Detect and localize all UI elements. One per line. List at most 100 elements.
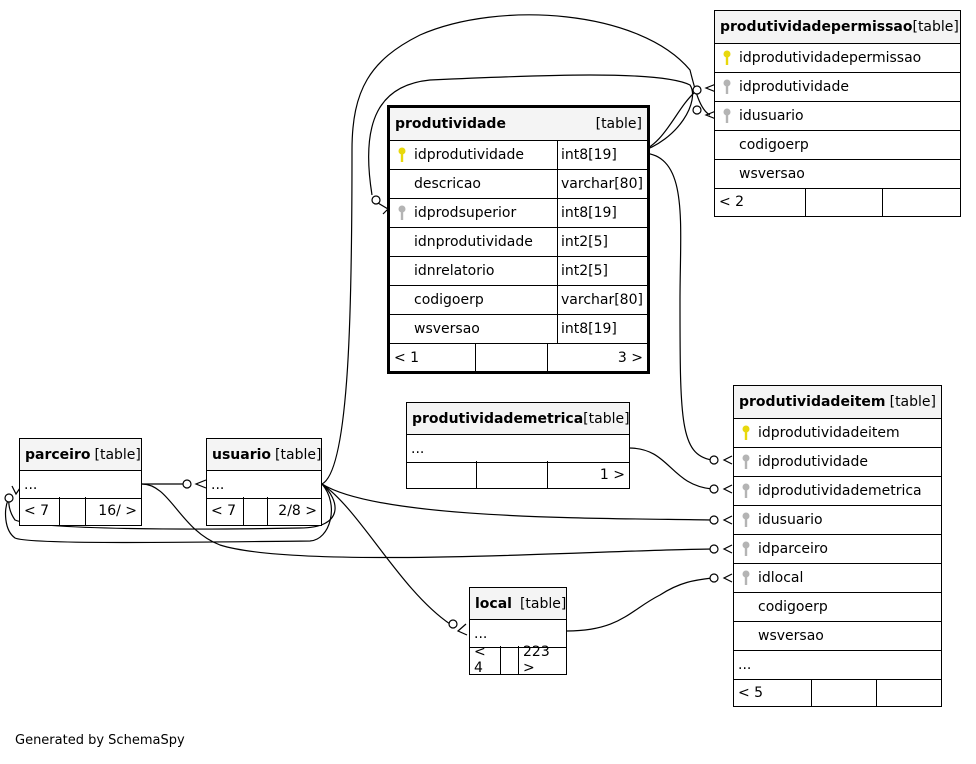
column-name: idprodutividade [758, 454, 868, 470]
table-footer: < 5 [734, 679, 941, 706]
column-row[interactable]: idusuario [734, 506, 941, 535]
edge-local-usuario [321, 483, 451, 625]
table-footer: < 2 [715, 188, 960, 216]
column-row[interactable]: codigoerp [734, 593, 941, 622]
table-footer: < 1 3 > [390, 344, 647, 371]
table-header: produtividade [table] [390, 108, 647, 141]
parents-count[interactable]: < 5 [734, 679, 812, 706]
table-kind: [table] [275, 446, 322, 463]
column-name: wsversao [739, 166, 805, 182]
foreign-key-icon [742, 541, 750, 556]
column-row[interactable]: idprodutividademetrica [734, 477, 941, 506]
column-row[interactable]: idparceiro [734, 535, 941, 564]
column-row[interactable]: idprodsuperior int8[19] [390, 199, 647, 228]
table-header: produtividadepermissao [table] [715, 11, 960, 44]
table-local[interactable]: local [table] ... < 4 223 > [469, 587, 567, 676]
column-type: int8[19] [557, 199, 647, 227]
column-count [476, 344, 548, 371]
foreign-key-icon [742, 570, 750, 585]
column-count [501, 646, 519, 674]
column-row[interactable]: idnrelatorio int2[5] [390, 257, 647, 286]
children-count[interactable] [877, 679, 941, 706]
children-count[interactable] [883, 188, 960, 216]
column-row[interactable]: wsversao [734, 622, 941, 651]
table-kind: [table] [595, 116, 642, 132]
table-header: usuario [table] [207, 439, 321, 471]
column-type: int2[5] [557, 257, 647, 285]
column-row[interactable]: codigoerp varchar[80] [390, 286, 647, 315]
column-type: varchar[80] [557, 170, 647, 198]
column-name: idlocal [758, 570, 804, 586]
table-header: parceiro [table] [20, 439, 141, 471]
column-row[interactable]: idusuario [715, 102, 960, 131]
column-row[interactable]: idprodutividadeitem [734, 419, 941, 448]
table-produtividadepermissao[interactable]: produtividadepermissao [table] idproduti… [714, 10, 961, 217]
primary-key-icon [398, 147, 406, 162]
column-row[interactable]: idnprodutividade int2[5] [390, 228, 647, 257]
column-row[interactable]: codigoerp [715, 131, 960, 160]
column-name: idnrelatorio [414, 263, 495, 279]
columns-ellipsis: ... [407, 435, 629, 463]
table-header: produtividademetrica [table] [407, 403, 630, 435]
parents-count[interactable]: < 4 [470, 644, 501, 676]
column-name: wsversao [414, 321, 480, 337]
table-name: produtividadepermissao [720, 19, 913, 35]
table-produtividade[interactable]: produtividade [table] idprodutividade in… [387, 105, 650, 374]
column-count [812, 679, 877, 706]
parents-count[interactable]: < 1 [390, 344, 476, 371]
columns-ellipsis: ... [20, 471, 141, 499]
column-name: idprodutividademetrica [758, 483, 922, 499]
generated-by-credit: Generated by SchemaSpy [15, 733, 185, 748]
column-type: int2[5] [557, 228, 647, 256]
column-name: idprodutividade [739, 79, 849, 95]
table-produtividademetrica[interactable]: produtividademetrica [table] ... 1 > [406, 402, 630, 489]
column-name: idprodsuperior [414, 205, 517, 221]
column-row[interactable]: wsversao [715, 160, 960, 189]
children-count[interactable]: 3 > [617, 349, 643, 366]
edge-item-idusuario [321, 483, 713, 521]
table-parceiro[interactable]: parceiro [table] ... < 7 16/ > [19, 438, 142, 526]
table-kind: [table] [912, 19, 959, 35]
column-name: idprodutividade [414, 147, 524, 163]
table-name: produtividadeitem [739, 394, 886, 410]
table-usuario[interactable]: usuario [table] ... < 7 2/8 > [206, 438, 322, 526]
table-footer: < 7 2/8 > [207, 497, 321, 525]
foreign-key-icon [742, 454, 750, 469]
column-row[interactable]: descricao varchar[80] [390, 170, 647, 199]
column-row[interactable]: idprodutividade [734, 448, 941, 477]
column-name: idprodutividadeitem [758, 425, 900, 441]
foreign-key-icon [723, 108, 731, 123]
column-count [806, 188, 883, 216]
column-name: idnprodutividade [414, 234, 533, 250]
column-row[interactable]: wsversao int8[19] [390, 315, 647, 344]
children-count[interactable]: 223 > [523, 644, 550, 676]
column-row[interactable]: idprodutividadepermissao [715, 44, 960, 73]
table-produtividadeitem[interactable]: produtividadeitem [table] idprodutividad… [733, 385, 942, 707]
parents-count[interactable]: < 2 [715, 188, 806, 216]
column-row[interactable]: idprodutividade [715, 73, 960, 102]
edge-item-idmetrica [628, 447, 713, 490]
children-count[interactable]: 16/ > [98, 503, 137, 519]
table-header: produtividadeitem [table] [734, 386, 941, 419]
column-name: codigoerp [758, 599, 828, 615]
parents-count[interactable] [407, 461, 477, 488]
column-type: varchar[80] [557, 286, 647, 314]
column-name: wsversao [758, 628, 824, 644]
parents-count[interactable]: < 7 [207, 497, 244, 525]
column-name: idusuario [739, 108, 804, 124]
parents-count[interactable]: < 7 [20, 497, 60, 525]
column-name: idparceiro [758, 541, 828, 557]
children-count[interactable]: 1 > [599, 466, 625, 483]
children-count[interactable]: 2/8 > [278, 503, 317, 519]
column-row[interactable]: idlocal [734, 564, 941, 593]
table-footer: < 7 16/ > [20, 497, 141, 525]
column-count [244, 497, 268, 525]
column-name: descricao [414, 176, 481, 192]
foreign-key-icon [723, 79, 731, 94]
table-name: produtividade [395, 116, 506, 132]
column-row[interactable]: idprodutividade int8[19] [390, 141, 647, 170]
table-kind: [table] [583, 410, 630, 427]
table-header: local [table] [470, 588, 566, 620]
column-name: idusuario [758, 512, 823, 528]
table-name: parceiro [25, 446, 91, 463]
